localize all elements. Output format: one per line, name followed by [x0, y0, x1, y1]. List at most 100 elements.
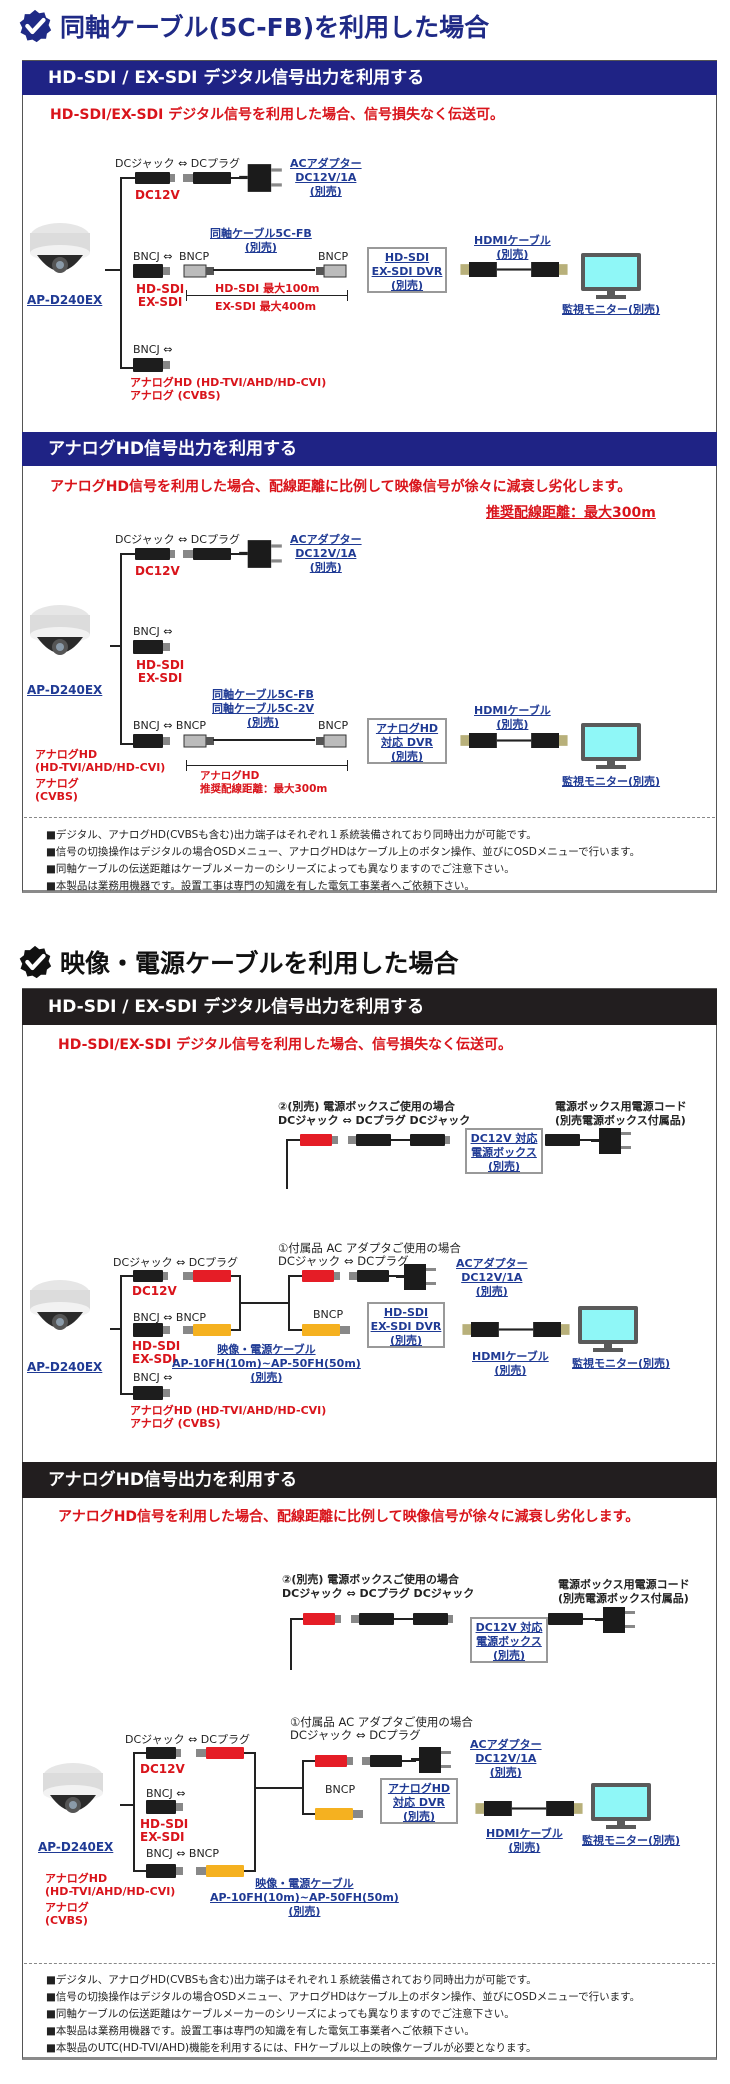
section2-analog-bar: アナログHD信号出力を利用する — [22, 1462, 717, 1498]
wire — [120, 177, 122, 369]
dc-jack-tip — [170, 550, 175, 558]
dc-plug-red — [206, 1747, 244, 1759]
powercord-plug — [545, 1134, 580, 1146]
coax-sold: (別売) — [244, 241, 277, 254]
camera-model-link[interactable]: AP-D240EX — [27, 683, 103, 697]
analog-bnc-label: BNCJ ⇔ BNCP — [133, 719, 206, 732]
dc-jack-tip — [170, 174, 175, 182]
coax-cable-link[interactable]: 同軸ケーブル5C-FB (別売) — [210, 227, 312, 255]
dc-jack — [410, 1134, 445, 1146]
bncp-tip — [196, 1867, 206, 1875]
camera-model-link[interactable]: AP-D240EX — [27, 1360, 103, 1374]
monitor-link[interactable]: 監視モニター(別売) — [562, 775, 661, 788]
wire — [110, 645, 122, 647]
analog-bncj-label: BNCJ ⇔ — [133, 343, 173, 356]
monitor-icon — [590, 1782, 652, 1830]
bncj-label: BNCJ ⇔ — [133, 250, 173, 263]
camera-model-link[interactable]: AP-D240EX — [27, 293, 103, 307]
bnc-jack — [146, 1800, 176, 1814]
wire — [231, 553, 245, 555]
hdmi-cable-link[interactable]: HDMIケーブル(別売) — [474, 704, 551, 731]
wire — [290, 1618, 292, 1670]
ac-adapter-link[interactable]: ACアダプター DC12V/1A (別売) — [290, 157, 362, 199]
dc-plug — [359, 1613, 394, 1625]
wire — [254, 1787, 304, 1789]
wire — [120, 1275, 122, 1395]
wire — [231, 1275, 241, 1277]
hdmi-cable-link[interactable]: HDMIケーブル(別売) — [472, 1350, 549, 1377]
bncp-label: BNCP — [325, 1783, 356, 1796]
ac-adapter-icon — [410, 1745, 452, 1775]
hdsdi-distance: HD-SDI 最大100m — [215, 282, 320, 295]
dc-label: DCジャック ⇔ DCプラグ — [115, 157, 240, 170]
bncp-yellow — [315, 1808, 353, 1820]
analog-output-label: アナログHD (HD-TVI/AHD/HD-CVI) アナログ (CVBS) — [45, 1872, 176, 1927]
hdmi-cable-link[interactable]: HDMIケーブル(別売) — [474, 234, 551, 261]
section2-analog-lead: アナログHD信号を利用した場合、配線距離に比例して映像信号が徐々に減衰し劣化しま… — [58, 1509, 640, 1525]
bncp-left-label: BNCP — [179, 250, 210, 263]
wire — [580, 1139, 594, 1141]
bnc-jack — [133, 640, 163, 654]
monitor-link[interactable]: 監視モニター(別売) — [562, 303, 661, 316]
bnc-jack-tip — [163, 737, 170, 745]
powerbox-link[interactable]: DC12V 対応電源ボックス(別売) — [470, 1132, 538, 1173]
dc-jack — [413, 1613, 448, 1625]
analog-bnc-jack — [133, 734, 163, 748]
bncp-yellow — [193, 1324, 231, 1336]
bncp-tip — [340, 1326, 350, 1334]
hdmi-cable-link[interactable]: HDMIケーブル(別売) — [486, 1827, 563, 1854]
dc-plug — [370, 1755, 402, 1767]
camera-icon — [25, 1272, 95, 1342]
dc-plug — [193, 172, 231, 184]
note-item: ■デジタル、アナログHD(CVBSも含む)出力端子はそれぞれ１系統装備されており… — [46, 829, 537, 841]
ac-adapter-icon — [395, 1262, 437, 1292]
dc-jack-red — [300, 1134, 332, 1146]
check-badge-icon — [18, 9, 52, 43]
dc-jack-red — [315, 1755, 347, 1767]
divider — [24, 1963, 715, 1964]
wire — [288, 1275, 290, 1331]
wire — [290, 1618, 304, 1620]
powerbox-link[interactable]: DC12V 対応電源ボックス(別売) — [475, 1621, 543, 1662]
wire — [286, 1139, 300, 1141]
powerbox: DC12V 対応電源ボックス(別売) — [470, 1617, 548, 1663]
note-item: ■信号の切換操作はデジタルの場合OSDメニュー、アナログHDはケーブル上のボタン… — [46, 1991, 641, 2003]
arrow-end — [186, 760, 187, 771]
monitor-link[interactable]: 監視モニター(別売) — [582, 1834, 681, 1847]
monitor-link[interactable]: 監視モニター(別売) — [572, 1357, 671, 1370]
note-item: ■信号の切換操作はデジタルの場合OSDメニュー、アナログHDはケーブル上のボタン… — [46, 846, 641, 858]
dc-jack — [133, 1270, 163, 1282]
bncj-label: BNCJ ⇔ — [133, 625, 173, 638]
wire — [120, 367, 138, 369]
monitor-icon — [580, 252, 642, 300]
wire — [120, 553, 138, 555]
bnc-plug-icon — [183, 263, 215, 279]
bnc-plug-icon — [315, 733, 347, 749]
camera-model-link[interactable]: AP-D240EX — [38, 1840, 114, 1854]
exsdi-distance: EX-SDI 最大400m — [215, 300, 317, 313]
dc-jack-tip — [334, 1272, 340, 1280]
bnc-plug-icon — [183, 733, 215, 749]
dc12v-label: DC12V — [135, 564, 180, 578]
analog-bncj-label: BNCJ ⇔ — [133, 1371, 173, 1384]
section1-digital-lead: HD-SDI/EX-SDI デジタル信号を利用した場合、信号損失なく伝送可。 — [50, 107, 504, 123]
bnc-jack-tip — [163, 643, 170, 651]
dc-plug-tip — [348, 1136, 356, 1144]
analog-output-label: アナログHD (HD-TVI/AHD/HD-CVI) アナログ (CVBS) — [35, 748, 166, 803]
